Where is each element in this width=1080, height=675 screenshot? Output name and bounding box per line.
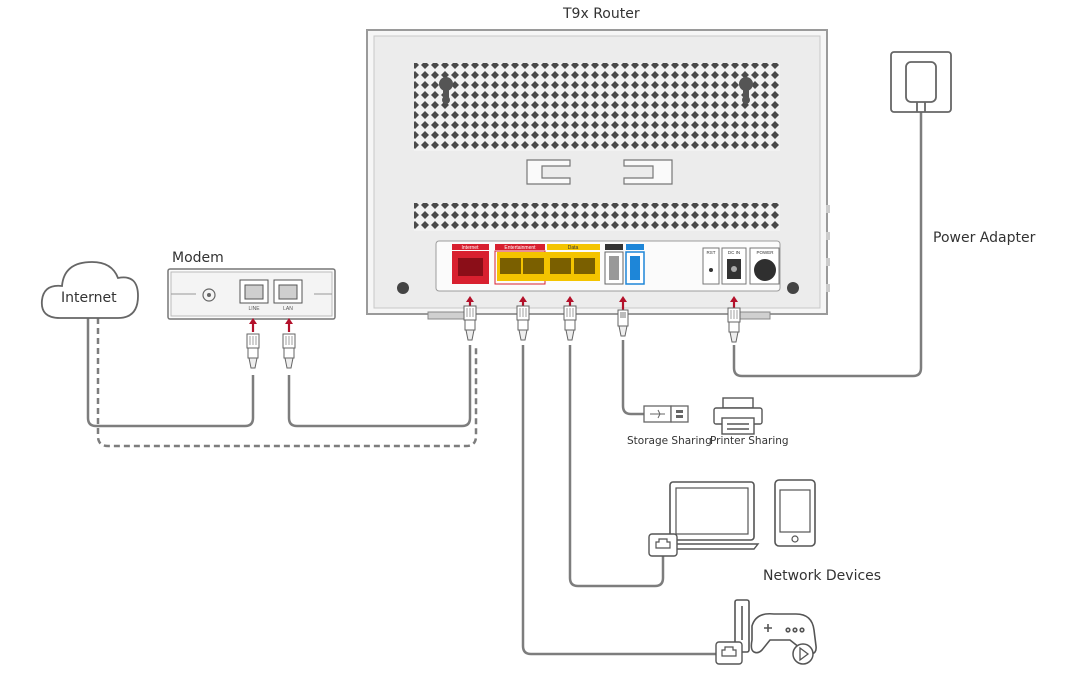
vent-grille-top	[414, 63, 780, 151]
reset-button[interactable]: RST	[702, 247, 720, 285]
cable-data	[568, 345, 665, 588]
network-devices-label: Network Devices	[763, 568, 882, 584]
cable-power	[732, 112, 923, 378]
stand-clip-right	[623, 159, 673, 185]
ethernet-port-icon-laptop	[648, 533, 678, 557]
cable-modem-router	[287, 345, 472, 428]
internet-port[interactable]: Internet	[452, 244, 489, 284]
power-label: POWER	[756, 250, 774, 255]
cable-dashed-direct	[96, 318, 478, 448]
dc-in-label: DC IN	[728, 250, 740, 255]
printer-icon	[713, 397, 763, 435]
dc-in-port[interactable]: DC IN	[721, 247, 747, 285]
vent-grille-bottom	[414, 203, 780, 231]
screw-left	[397, 282, 409, 294]
modem-label: Modem	[172, 250, 224, 266]
data-port-label: Data	[568, 245, 579, 251]
entertainment-port-label: Entertainment	[504, 245, 536, 251]
router-connectors	[463, 294, 741, 343]
usb3-port[interactable]	[625, 244, 645, 285]
storage-sharing-label: Storage Sharing	[627, 435, 712, 447]
mount-hole-left	[439, 77, 453, 104]
modem-line-port[interactable]: LINE	[239, 279, 269, 312]
data-ports[interactable]: Data	[547, 244, 600, 251]
stand-clip-left	[526, 159, 571, 185]
cables	[86, 112, 923, 656]
usb-drive-icon	[643, 405, 689, 423]
usb-port[interactable]	[604, 244, 624, 285]
modem-power-jack	[202, 288, 216, 302]
cable-entertainment	[521, 345, 720, 656]
play-button-icon	[792, 643, 814, 665]
power-adapter-label: Power Adapter	[933, 230, 1036, 246]
printer-sharing-label: Printer Sharing	[710, 435, 789, 447]
modem-lan-label: LAN	[283, 306, 293, 312]
tablet-icon	[774, 479, 816, 547]
modem-line-label: LINE	[248, 306, 260, 312]
modem: LINE LAN	[167, 268, 336, 320]
router-title: T9x Router	[563, 6, 640, 22]
internet-cloud-icon	[40, 261, 139, 319]
screw-right	[787, 282, 799, 294]
power-adapter-icon	[890, 51, 952, 113]
internet-port-label: Internet	[462, 245, 480, 251]
laptop-icon	[654, 481, 760, 550]
internet-label: Internet	[61, 290, 117, 306]
modem-connectors	[246, 316, 296, 369]
cable-usb	[621, 340, 644, 416]
cable-internet-line	[86, 318, 255, 428]
power-button[interactable]: POWER	[749, 247, 780, 285]
ethernet-port-icon-console	[715, 641, 743, 665]
mount-hole-right	[739, 77, 753, 104]
modem-lan-port[interactable]: LAN	[273, 279, 303, 312]
rst-label: RST	[707, 250, 716, 255]
router: Internet Entertainment Data	[366, 29, 830, 320]
